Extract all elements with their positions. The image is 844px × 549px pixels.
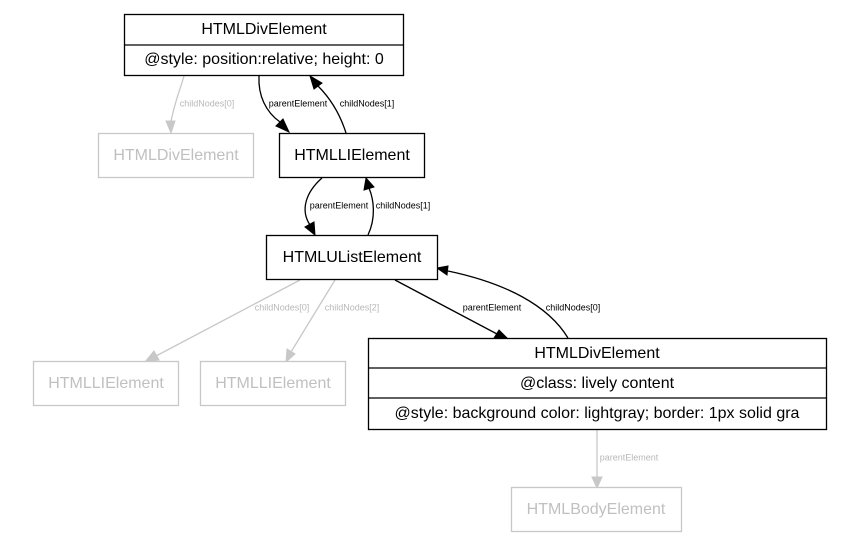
node-attribute-style: @style: background color: lightgray; bor… xyxy=(395,405,800,422)
node-title: HTMLDivElement xyxy=(113,147,239,164)
edge-label: childNodes[1] xyxy=(376,200,431,210)
edge-parentelement-content-div-to-body: parentElement xyxy=(591,430,659,490)
node-title: HTMLBodyElement xyxy=(527,501,666,518)
node-faded-html-div-element[interactable]: HTMLDivElement xyxy=(97,132,255,179)
node-html-li-element-faded-2[interactable]: HTMLLIElement xyxy=(199,360,347,407)
edge-childnodes-2-ul-to-li-faded: childNodes[2] xyxy=(285,279,380,364)
node-attribute-style: @style: position:relative; height: 0 xyxy=(144,51,384,68)
edge-label: parentElement xyxy=(269,98,328,108)
edge-label: childNodes[0] xyxy=(180,98,235,108)
node-title: HTMLLIElement xyxy=(294,147,410,164)
node-title: HTMLLIElement xyxy=(48,375,164,392)
node-html-ulist-element[interactable]: HTMLUListElement xyxy=(265,234,439,281)
edge-childnodes-1-ul-to-li: childNodes[1] xyxy=(363,176,431,236)
node-attribute-class: @class: lively content xyxy=(520,375,675,392)
edge-childnodes-0-ul-to-li-faded: childNodes[0] xyxy=(143,279,310,363)
edge-label: parentElement xyxy=(463,302,522,312)
edge-parentelement-li-to-ul: parentElement xyxy=(304,177,369,237)
edge-childnodes-0-content-div-to-ul: childNodes[0] xyxy=(435,265,601,339)
edge-childnodes-0-root-to-faded-div: childNodes[0] xyxy=(165,75,235,135)
edge-label: parentElement xyxy=(310,200,369,210)
edge-label: parentElement xyxy=(600,452,659,462)
node-title: HTMLDivElement xyxy=(201,21,327,38)
node-content-html-div-element[interactable]: HTMLDivElement @class: lively content @s… xyxy=(367,337,828,431)
edge-label: childNodes[1] xyxy=(340,98,395,108)
node-title: HTMLLIElement xyxy=(215,375,331,392)
node-html-body-element[interactable]: HTMLBodyElement xyxy=(510,486,683,533)
edge-label: childNodes[0] xyxy=(255,302,310,312)
edge-parentelement-ul-to-content-div: parentElement xyxy=(394,279,522,340)
node-root-html-div-element[interactable]: HTMLDivElement @style: position:relative… xyxy=(123,13,405,77)
edge-parentelement-div-to-li: parentElement xyxy=(258,75,328,134)
edge-label: childNodes[0] xyxy=(546,302,601,312)
node-title: HTMLUListElement xyxy=(283,249,422,266)
edge-label: childNodes[2] xyxy=(325,302,380,312)
edge-childnodes-1-li-to-div: childNodes[1] xyxy=(309,74,395,134)
node-html-li-element[interactable]: HTMLLIElement xyxy=(278,132,426,179)
node-html-li-element-faded-1[interactable]: HTMLLIElement xyxy=(32,360,180,407)
node-title: HTMLDivElement xyxy=(534,345,660,362)
